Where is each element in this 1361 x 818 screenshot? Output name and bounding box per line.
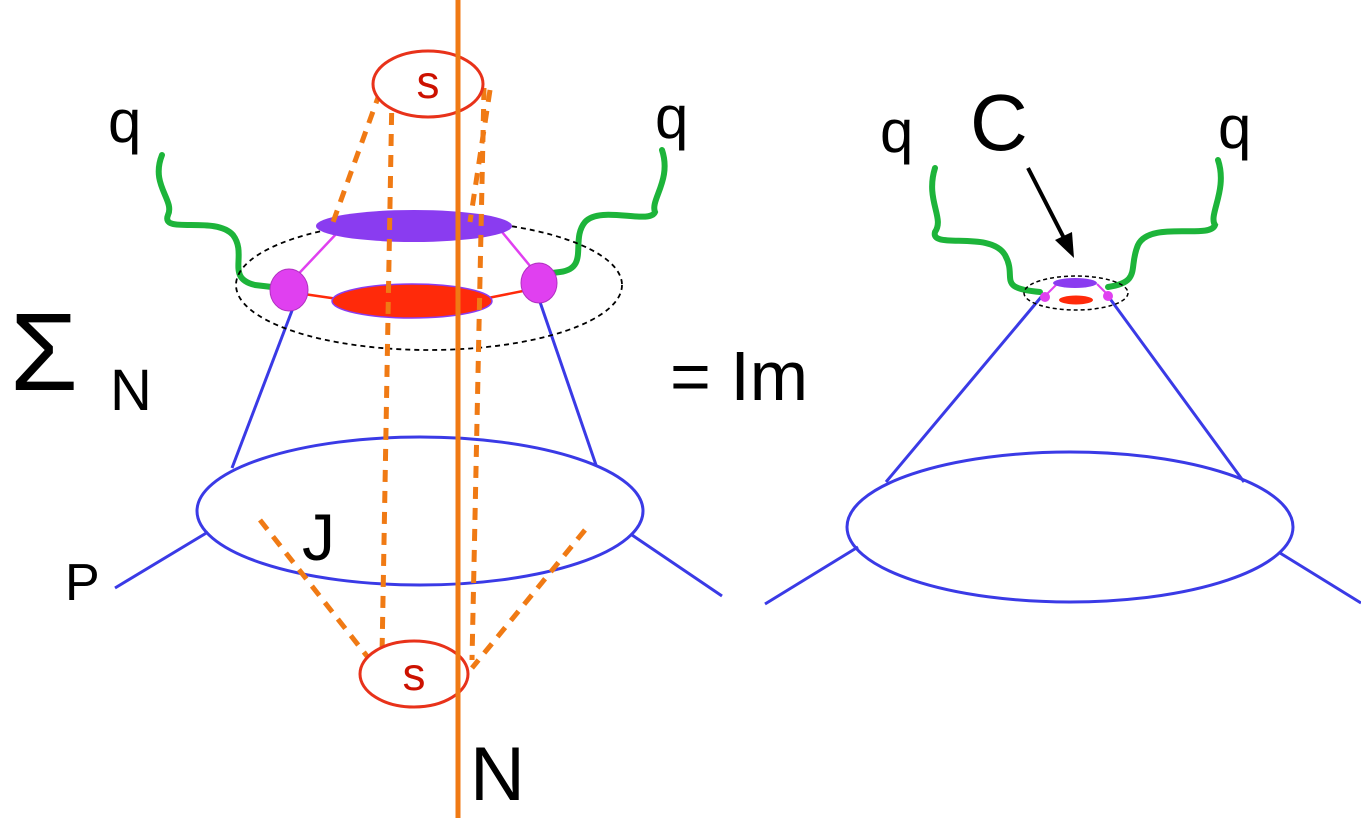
proton-line-right	[1279, 551, 1361, 605]
jet-blob	[845, 450, 1295, 604]
core-arrow	[1026, 167, 1068, 243]
vertex-left	[269, 268, 309, 312]
jet-line-left	[230, 307, 295, 469]
photon-right	[1105, 157, 1224, 290]
sum-subscript: N	[110, 358, 152, 423]
proton-line-right	[631, 533, 723, 598]
top-soft-label: s	[417, 56, 440, 108]
equals-im: = Im	[670, 337, 808, 415]
photon-left	[929, 165, 1043, 295]
jet-line-left	[884, 295, 1044, 483]
cut-label: N	[470, 732, 525, 817]
soft-circle-bottom	[358, 639, 470, 709]
core-top-blob	[316, 210, 512, 242]
vertex-right	[1103, 291, 1113, 301]
photon-right-label: q	[655, 84, 688, 151]
left-diagram: s s q q Σ N J P N	[10, 0, 723, 818]
core-boundary	[235, 219, 623, 351]
core-bottom-blob	[1059, 295, 1093, 305]
proton-label: P	[65, 554, 100, 612]
jet-line-right	[1106, 295, 1246, 483]
jet-label: J	[302, 500, 335, 574]
core-bottom-blob	[331, 283, 493, 319]
jet-line-right	[538, 301, 598, 466]
core-arrowhead	[1055, 232, 1074, 258]
photon-left	[155, 152, 275, 290]
sum-symbol: Σ	[10, 291, 78, 414]
core-boundary	[1023, 275, 1129, 311]
proton-line-left	[114, 530, 209, 590]
core-top-blob	[1053, 278, 1097, 288]
jet-blob	[195, 435, 645, 587]
bottom-soft-label: s	[403, 648, 426, 700]
photon-right	[549, 147, 668, 276]
right-diagram: q q C	[764, 78, 1361, 606]
vertex-right	[520, 262, 558, 304]
photon-left-label: q	[880, 98, 913, 165]
photon-left-label: q	[108, 88, 141, 155]
core-label: C	[970, 78, 1028, 167]
proton-line-left	[764, 545, 859, 606]
vertex-left	[1040, 292, 1050, 302]
soft-dashed-lines	[258, 87, 587, 670]
photon-right-label: q	[1218, 94, 1251, 161]
